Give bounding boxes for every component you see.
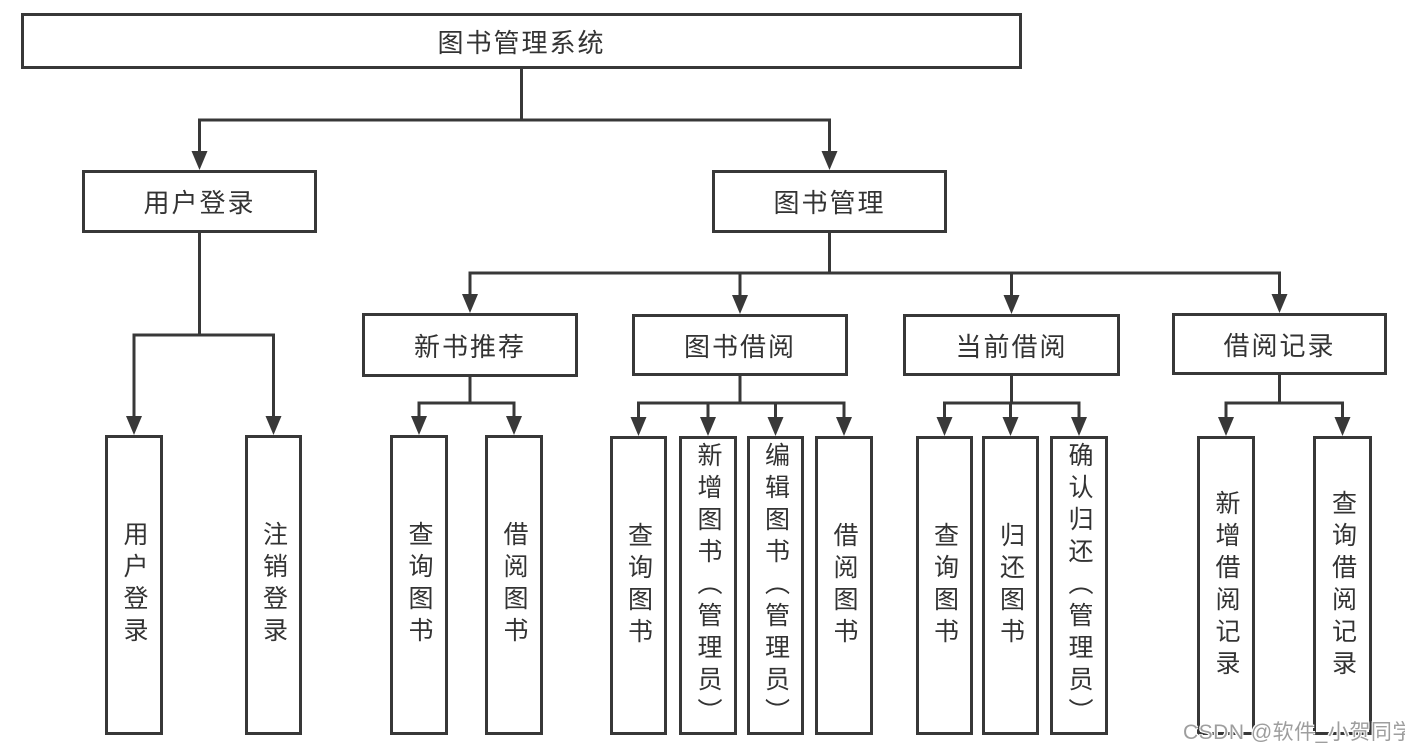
node-label-leaf-return-books: 归还图书 <box>996 521 1025 650</box>
connector-book-borrow <box>630 374 852 436</box>
connector-new-book-rec <box>411 375 522 435</box>
node-label-root: 图书管理系统 <box>437 27 606 58</box>
node-leaf-return-books: 归还图书 <box>982 436 1039 735</box>
node-leaf-edit-books: 编辑图书（管理员） <box>747 436 804 735</box>
node-leaf-logout: 注销登录 <box>245 435 302 735</box>
watermark: CSDN @软件_小贺同学 <box>1183 721 1405 744</box>
node-book-mgmt: 图书管理 <box>712 170 947 233</box>
node-label-current-borrow: 当前借阅 <box>955 331 1068 362</box>
node-borrow-records: 借阅记录 <box>1172 313 1387 375</box>
node-leaf-confirm-return: 确认归还（管理员） <box>1050 436 1108 735</box>
node-label-leaf-edit-books: 编辑图书（管理员） <box>761 441 790 730</box>
node-label-book-mgmt: 图书管理 <box>773 188 886 218</box>
node-leaf-borrow-books-2: 借阅图书 <box>815 436 873 735</box>
node-label-leaf-query-books-1: 查询图书 <box>405 521 433 649</box>
node-label-book-borrow: 图书借阅 <box>683 331 796 362</box>
node-current-borrow: 当前借阅 <box>903 314 1120 376</box>
node-new-book-rec: 新书推荐 <box>362 313 578 377</box>
node-label-leaf-confirm-return: 确认归还（管理员） <box>1065 441 1093 730</box>
node-label-leaf-borrow-books-2: 借阅图书 <box>830 521 858 650</box>
node-label-new-book-rec: 新书推荐 <box>413 331 526 362</box>
node-leaf-add-borrow-record: 新增借阅记录 <box>1197 436 1255 735</box>
node-leaf-query-books-1: 查询图书 <box>390 435 448 735</box>
node-label-leaf-user-login: 用户登录 <box>120 521 148 649</box>
node-leaf-borrow-books-1: 借阅图书 <box>485 435 543 735</box>
connector-book-mgmt <box>462 231 1288 314</box>
node-leaf-query-books-3: 查询图书 <box>916 436 973 735</box>
node-label-leaf-borrow-books-1: 借阅图书 <box>500 521 528 649</box>
node-user-login: 用户登录 <box>82 170 317 233</box>
node-label-leaf-query-borrow-record: 查询借阅记录 <box>1328 489 1357 682</box>
node-label-leaf-query-books-2: 查询图书 <box>624 521 653 650</box>
node-label-leaf-add-books: 新增图书（管理员） <box>694 441 722 730</box>
node-leaf-query-borrow-record: 查询借阅记录 <box>1313 436 1372 735</box>
node-label-user-login: 用户登录 <box>143 188 256 218</box>
connector-borrow-records <box>1218 373 1351 436</box>
node-label-leaf-query-books-3: 查询图书 <box>930 521 959 650</box>
node-label-leaf-logout: 注销登录 <box>259 521 288 649</box>
node-label-leaf-add-borrow-record: 新增借阅记录 <box>1212 489 1240 682</box>
connector-user-login <box>126 231 282 435</box>
node-leaf-add-books: 新增图书（管理员） <box>679 436 737 735</box>
node-label-borrow-records: 借阅记录 <box>1223 330 1336 361</box>
connector-current-borrow <box>936 374 1087 436</box>
node-root: 图书管理系统 <box>21 13 1022 69</box>
node-leaf-query-books-2: 查询图书 <box>610 436 667 735</box>
connector-root <box>191 67 838 170</box>
node-leaf-user-login: 用户登录 <box>105 435 163 735</box>
node-book-borrow: 图书借阅 <box>632 314 848 376</box>
